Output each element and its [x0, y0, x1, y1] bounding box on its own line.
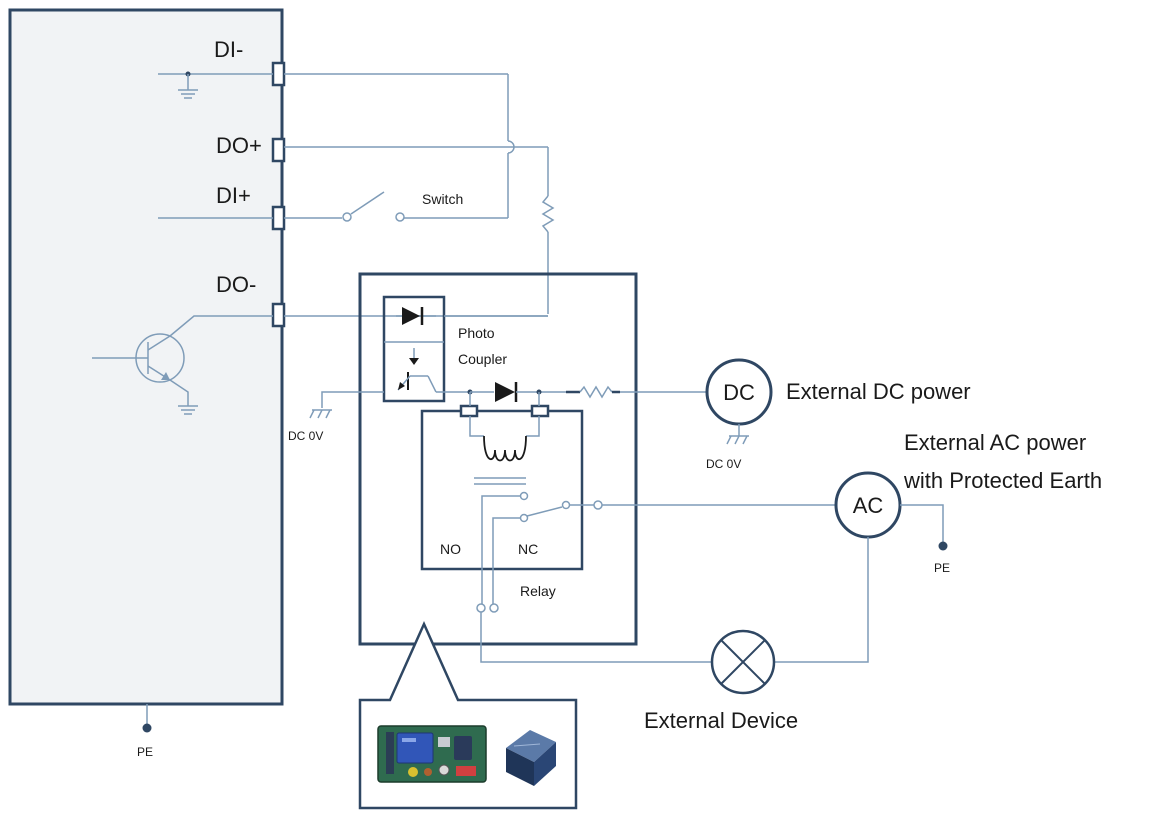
pe-device-dot [142, 723, 152, 733]
coupler-led-icon [396, 307, 436, 325]
phototransistor-icon [397, 372, 437, 393]
relay-module-photo [377, 725, 487, 783]
ground-symbol-dc-left [309, 409, 332, 419]
terminal-do-minus [271, 302, 286, 328]
ac-source-label-1: External AC power [904, 430, 1086, 455]
pe-device-label: PE [137, 745, 153, 759]
ground-symbol-di [158, 71, 273, 99]
resistor-top [541, 195, 555, 233]
dc-zero-label-right: DC 0V [706, 457, 741, 471]
flyback-diode-icon [495, 382, 518, 402]
relay-module-box [358, 272, 638, 646]
lamp-icon [710, 629, 776, 695]
relay-coil-icon [469, 416, 540, 485]
transistor-symbol [92, 315, 273, 415]
relay-no-label: NO [440, 541, 461, 557]
label-di-plus: DI+ [216, 183, 251, 208]
dc-source-label: External DC power [786, 379, 971, 404]
relay-label: Relay [520, 583, 556, 599]
relay-box [420, 409, 584, 571]
device-panel [8, 8, 284, 706]
ground-symbol-dc-right [726, 435, 749, 445]
external-device-label: External Device [644, 708, 798, 733]
label-di-minus: DI- [214, 37, 243, 62]
dc-source-symbol: DC [723, 380, 755, 405]
pe-ac-label: PE [934, 561, 950, 575]
label-do-plus: DO+ [216, 133, 262, 158]
switch-label: Switch [422, 191, 463, 207]
label-do-minus: DO- [216, 272, 256, 297]
switch-symbol [284, 191, 405, 222]
photo-coupler-label-1: Photo [458, 325, 495, 341]
relay-nc-label: NC [518, 541, 538, 557]
relay-contacts-icon [481, 491, 594, 604]
terminal-di-plus [271, 205, 286, 231]
terminal-di-minus [271, 61, 286, 87]
resistor-dc [579, 385, 613, 399]
dc-zero-label-left: DC 0V [288, 429, 323, 443]
terminal-do-plus [271, 137, 286, 163]
light-arrow-icon [409, 348, 419, 365]
ac-source-symbol: AC [853, 493, 884, 518]
photo-coupler-box [382, 295, 446, 403]
ac-source-label-2: with Protected Earth [903, 468, 1102, 493]
relay-component-photo [506, 730, 556, 786]
photo-coupler-label-2: Coupler [458, 351, 507, 367]
pe-ac-dot [938, 541, 948, 551]
